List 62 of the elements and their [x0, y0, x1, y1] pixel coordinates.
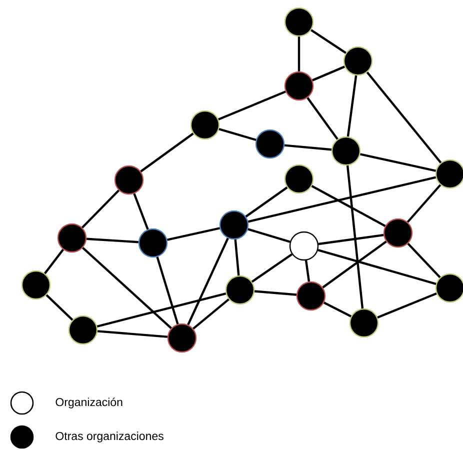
connection-line — [360, 153, 436, 172]
network-node — [68, 315, 98, 345]
connection-line — [254, 290, 297, 296]
connection-line — [44, 248, 64, 274]
network-node — [383, 218, 413, 248]
connection-line — [248, 228, 290, 243]
connection-line — [311, 185, 386, 227]
network-node — [114, 165, 144, 195]
connection-line — [86, 238, 138, 244]
connection-line — [96, 292, 226, 328]
connection-line — [248, 176, 436, 223]
connection-line — [251, 253, 293, 283]
connection-line — [304, 260, 310, 282]
connection-line — [406, 184, 442, 223]
connection-line — [366, 72, 442, 164]
network-node — [435, 273, 463, 303]
network-node — [219, 210, 249, 240]
connection-line — [97, 330, 168, 338]
network-node — [190, 110, 220, 140]
connection-line — [322, 240, 387, 288]
network-node — [225, 275, 255, 305]
network-node — [435, 159, 463, 189]
connection-line — [346, 75, 358, 137]
connection-line — [46, 294, 74, 321]
connection-line — [218, 128, 256, 141]
connection-line — [324, 302, 352, 318]
network-node — [284, 7, 314, 37]
connection-line — [82, 247, 172, 329]
network-node — [21, 270, 51, 300]
connection-line — [133, 193, 149, 230]
network-node — [296, 281, 326, 311]
network-node — [167, 323, 197, 353]
connection-line — [187, 238, 229, 326]
connection-line — [234, 239, 240, 276]
legend-label: Otras organizaciones — [56, 432, 164, 442]
connection-line — [306, 97, 338, 140]
connection-line — [312, 66, 345, 82]
connection-line — [218, 90, 286, 120]
network-node — [284, 164, 314, 194]
connection-line — [298, 36, 300, 72]
connection-line — [192, 298, 230, 330]
network-node — [331, 136, 361, 166]
connection-line — [318, 248, 436, 286]
connection-line — [377, 292, 437, 319]
connection-line — [346, 165, 364, 309]
connection-line — [245, 186, 288, 218]
network-node — [284, 71, 314, 101]
legend-label: Organización — [56, 398, 122, 408]
network-node — [57, 223, 87, 253]
connection-line — [156, 256, 179, 324]
connection-line — [310, 29, 346, 54]
connection-line — [284, 144, 332, 151]
connection-line — [407, 242, 441, 278]
connection-line — [318, 234, 384, 246]
connection-line — [81, 190, 120, 228]
network-node — [289, 231, 319, 261]
connection-line — [167, 227, 220, 241]
network-node — [343, 46, 373, 76]
network-node — [255, 129, 285, 159]
connection-line — [140, 132, 194, 172]
network-node — [349, 308, 379, 338]
network-node — [138, 228, 168, 258]
